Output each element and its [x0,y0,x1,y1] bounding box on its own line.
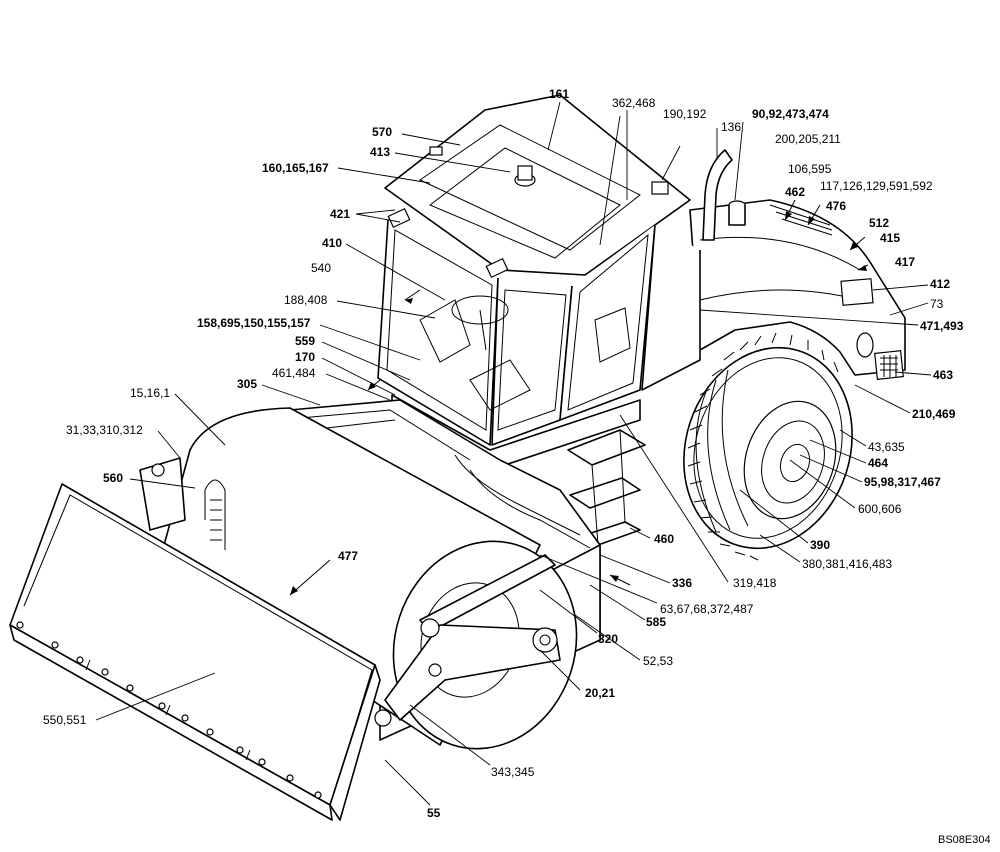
callout-471-493: 471,493 [920,319,964,333]
callout-52-53: 52,53 [643,654,673,668]
leader-lines [95,101,932,806]
callout-421: 421 [330,207,350,221]
callout-380-381-416-483: 380,381,416,483 [802,557,892,571]
callout-63-67-68-372-487: 63,67,68,372,487 [660,602,754,616]
callout-540: 540 [311,261,331,275]
callout-417: 417 [895,255,915,269]
callout-476: 476 [826,199,846,213]
callout-570: 570 [372,125,392,139]
callout-73: 73 [930,297,944,311]
hydraulic-arm [139,457,561,727]
callout-160-165-167: 160,165,167 [262,161,329,175]
engine-hood [689,199,906,380]
callout-95-98-317-467: 95,98,317,467 [864,475,941,489]
callout-210-469: 210,469 [912,407,956,421]
blade-bolts [16,621,322,799]
callout-158-695-150-155-157: 158,695,150,155,157 [197,316,311,330]
callout-90-92-473-474: 90,92,473,474 [752,107,829,121]
callout-390: 390 [810,538,830,552]
callout-200-205-211: 200,205,211 [775,132,841,146]
callout-462: 462 [785,185,805,199]
callout-106-595: 106,595 [788,162,832,176]
callout-463: 463 [933,368,953,382]
callout-413: 413 [370,145,390,159]
operator-cab [377,94,701,471]
callout-512: 512 [869,216,889,230]
callout-305: 305 [237,377,257,391]
callout-190-192: 190,192 [663,107,707,121]
pointer-arrows [289,199,869,596]
callout-161: 161 [549,87,569,101]
callout-460: 460 [654,532,674,546]
callout-320: 320 [598,632,618,646]
machine-illustration [9,94,906,821]
callout-188-408: 188,408 [284,293,328,307]
callout-560: 560 [103,471,123,485]
callout-412: 412 [930,277,950,291]
callout-410: 410 [322,236,342,250]
callout-415: 415 [880,231,900,245]
callout-15-16-1: 15,16,1 [130,386,170,400]
callout-585: 585 [646,615,666,629]
callout-43-635: 43,635 [868,440,905,454]
callout-362-468: 362,468 [612,96,656,110]
access-steps [567,429,646,546]
callout-117-126-129-591-592: 117,126,129,591,592 [820,179,933,193]
callout-600-606: 600,606 [858,502,902,516]
callout-170: 170 [295,350,315,364]
callout-477: 477 [338,549,358,563]
callout-464: 464 [868,456,888,470]
exhaust-pipe [702,149,746,241]
callout-136: 136 [721,120,741,134]
callout-559: 559 [295,334,315,348]
callout-labels: 161 570 413 160,165,167 421 410 540 188,… [43,87,991,846]
callout-319-418: 319,418 [733,576,777,590]
callout-461-484: 461,484 [272,366,316,380]
callout-550-551: 550,551 [43,713,87,727]
drawing-code: BS08E304 [938,834,991,846]
callout-343-345: 343,345 [491,765,535,779]
dozer-blade [9,483,381,821]
callout-55: 55 [427,806,441,820]
callout-336: 336 [672,576,692,590]
callout-31-33-310-312: 31,33,310,312 [66,423,143,437]
callout-20-21: 20,21 [585,686,615,700]
